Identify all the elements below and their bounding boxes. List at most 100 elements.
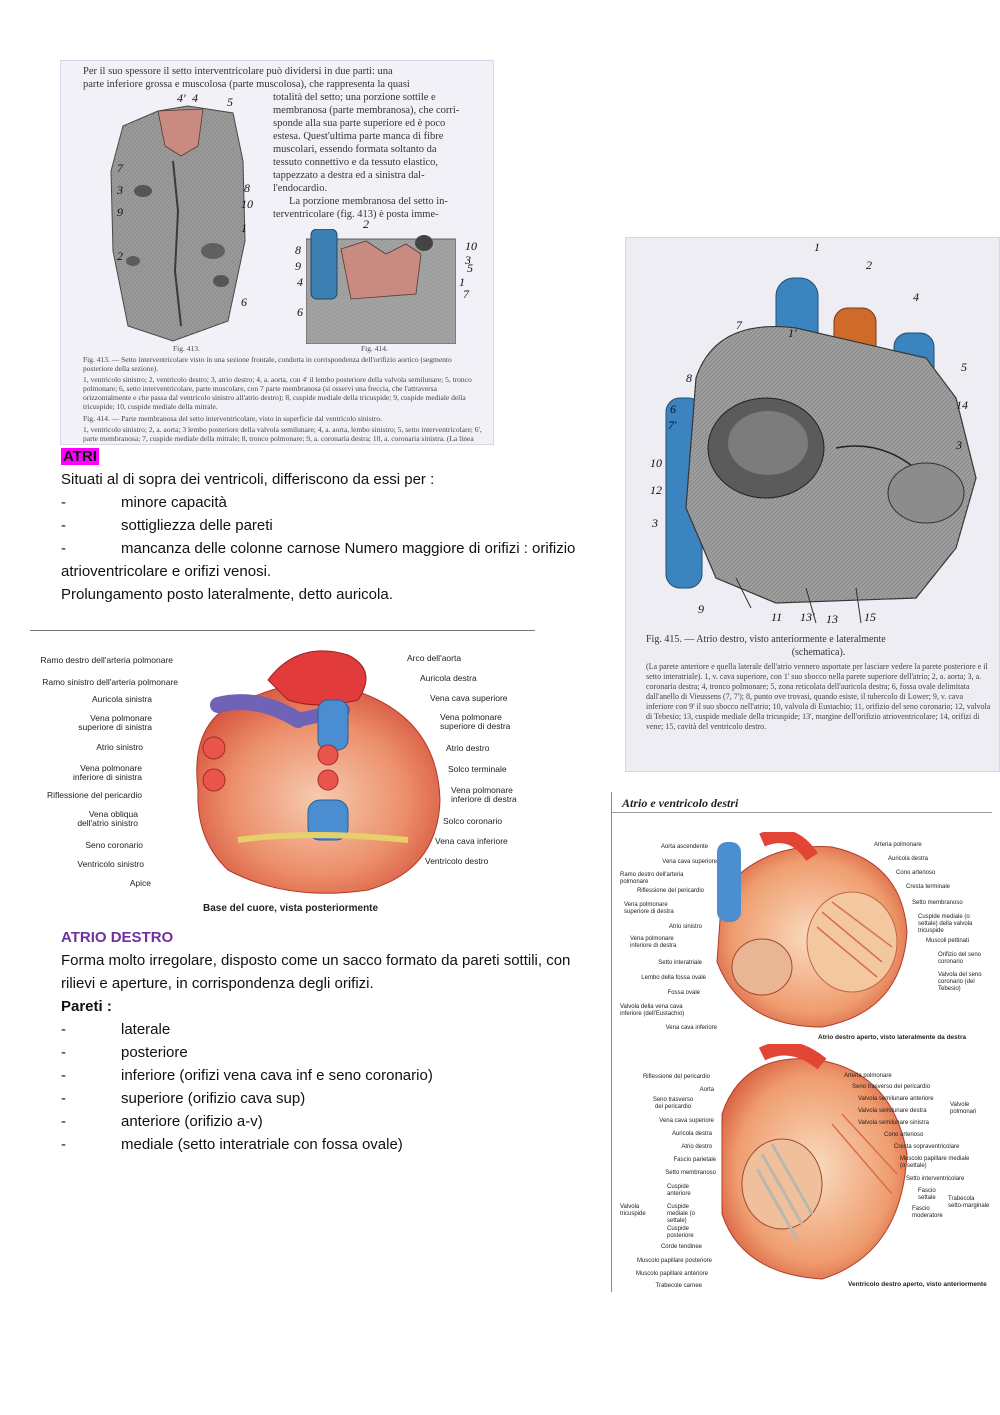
scan-text-line: Per il suo spessore il setto interventri… xyxy=(83,66,393,77)
fig-414-number: 5 xyxy=(467,261,473,275)
fig-415-number: 5 xyxy=(961,360,967,374)
pareti-heading: Pareti : xyxy=(61,998,112,1015)
netter-bottom-left-label: Aorta xyxy=(699,1087,714,1093)
netter-bottom-left-label: Cuspide posteriore xyxy=(667,1226,694,1239)
fig-413-number: 8 xyxy=(244,181,250,195)
scan-text-line: l'endocardio. xyxy=(273,183,328,194)
list-item: -posteriore xyxy=(61,1044,188,1061)
fig-413-label: Fig. 413. xyxy=(173,344,200,353)
base-label-left: Vena obliqua dell'atrio sinistro xyxy=(77,809,138,828)
fig-413-number: 9 xyxy=(117,205,123,219)
netter-bottom-right-label: Arteria polmonare xyxy=(844,1073,892,1079)
fig-413-number: 4 xyxy=(192,91,198,105)
netter-top-left-label: Vena cava inferiore xyxy=(665,1025,717,1031)
fig-415-number: 15 xyxy=(864,610,876,624)
fig-414-number: 1 xyxy=(459,275,465,289)
fig-413-number: 3 xyxy=(117,183,123,197)
fig-414-caption-detail: 1, ventricolo sinistro; 2, a. aorta; 3 l… xyxy=(83,425,482,444)
fig-415-number: 3 xyxy=(956,438,962,452)
divider-line xyxy=(30,630,535,631)
fig-415-number: 14 xyxy=(956,398,968,412)
netter-top-left-label: Vena polmonare inferiore di destra xyxy=(630,936,677,949)
fig-415-number: 6 xyxy=(670,402,676,416)
base-label-right: Vena polmonare inferiore di destra xyxy=(451,785,517,804)
fig-414-membranous-septum-drawing xyxy=(306,229,456,344)
netter-bottom-left-label: Corde tendinee xyxy=(660,1244,702,1250)
atrio-destro-heading: ATRIO DESTRO xyxy=(61,929,174,946)
netter-bottom-left-label: Setto membranoso xyxy=(665,1170,716,1176)
base-label-right: Vena cava inferiore xyxy=(435,836,508,846)
list-item: -mediale (setto interatriale con fossa o… xyxy=(61,1136,403,1153)
atri-heading: ATRI xyxy=(61,448,99,465)
atrio-destro-line: rilievi e aperture, in corrispondenza de… xyxy=(61,975,374,992)
list-item: -mancanza delle colonne carnose Numero m… xyxy=(61,540,576,557)
netter-top-left-label: Atrio sinistro xyxy=(668,924,702,930)
netter-top-left-label: Aorta ascendente xyxy=(660,844,708,850)
atrio-destro-line: Forma molto irregolare, disposto come un… xyxy=(61,952,571,969)
list-item: -inferiore (orifizi vena cava inf e seno… xyxy=(61,1067,433,1084)
netter-bottom-left-label: Riflessione del pericardio xyxy=(642,1074,710,1080)
fig-415-number: 13' xyxy=(800,610,815,624)
scan-text-line: sponde alla sua parte superiore ed è poc… xyxy=(273,118,446,129)
fig-413-number: 2 xyxy=(117,249,123,263)
base-label-right: Auricola destra xyxy=(420,673,477,683)
base-label-left: Ramo destro dell'arteria polmonare xyxy=(40,655,174,665)
fig-414-label: Fig. 414. xyxy=(361,344,388,353)
heart-base-illustration xyxy=(196,650,441,894)
base-label-right: Solco coronario xyxy=(443,816,503,826)
netter-bottom-left-label: Vena cava superiore xyxy=(659,1118,714,1124)
fig-415-number: 8 xyxy=(686,371,692,385)
fig-415-number: 1 xyxy=(814,240,820,254)
base-label-left: Seno coronario xyxy=(85,840,143,850)
base-label-left: Ramo sinistro dell'arteria polmonare xyxy=(42,677,178,687)
netter-top-right-label: Cono arterioso xyxy=(896,870,936,876)
fig-413-number: 7 xyxy=(117,161,123,175)
atri-section: ATRI Situati al di sopra dei ventricoli,… xyxy=(61,445,606,606)
scan-text-line: membranosa (parte membranosa), che corri… xyxy=(273,105,460,116)
netter-top-left-label: Setto interatriale xyxy=(658,960,702,966)
atri-bullet-continuation: atrioventricolare e orifizi venosi. xyxy=(61,563,272,580)
base-label-right: Arco dell'aorta xyxy=(407,653,462,663)
fig-414-number: 9 xyxy=(295,259,301,273)
netter-bottom-right-label: Valvole polmonari xyxy=(950,1102,977,1115)
netter-bottom-right-label: Seno trasverso del pericardio xyxy=(852,1084,931,1090)
netter-top-caption: Atrio destro aperto, visto lateralmente … xyxy=(818,1034,967,1041)
base-label-left: Vena polmonare superiore di sinistra xyxy=(78,713,152,732)
fig-415-number: 9 xyxy=(698,602,704,616)
netter-top-left-label: Lembo della fossa ovale xyxy=(641,975,706,981)
scan-text-line: muscolari, essendo formata soltanto da xyxy=(273,144,437,155)
base-label-left: Auricola sinistra xyxy=(92,694,152,704)
netter-bottom-right-label: Valvola semilunare sinistra xyxy=(858,1120,929,1126)
netter-top-left-label: Vena polmonare superiore di destra xyxy=(624,902,674,915)
scan-text-line: tappezzato a destra ed a sinistra dal- xyxy=(273,170,425,181)
netter-bottom-left-label: Auricola destra xyxy=(671,1131,712,1137)
base-label-right: Atrio destro xyxy=(446,743,490,753)
fig-415-caption-body: (La parete anteriore e quella laterale d… xyxy=(646,662,991,731)
netter-bottom-left-label: Fascio parietale xyxy=(673,1157,716,1163)
scan-text-line: parte inferiore grossa e muscolosa (part… xyxy=(83,79,410,90)
netter-bottom-right-label: Setto interventricolare xyxy=(906,1176,965,1182)
atri-intro: Situati al di sopra dei ventricoli, diff… xyxy=(61,471,435,488)
fig-414-number: 10 xyxy=(465,239,477,253)
figure-413-414-scan: Per il suo spessore il setto interventri… xyxy=(60,60,494,445)
fig-415-caption-title: Fig. 415. — Atrio destro, visto anterior… xyxy=(646,634,886,645)
base-label-right: Ventricolo destro xyxy=(425,856,489,866)
netter-bottom-left-label: Seno trasverso del pericardio xyxy=(652,1097,694,1110)
fig-414-number: 7 xyxy=(463,287,469,301)
netter-title: Atrio e ventricolo destri xyxy=(622,796,739,810)
scan-text-line: totalità del setto; una porzione sottile… xyxy=(273,92,436,103)
netter-top-left-label: Riflessione del pericardio xyxy=(636,888,704,894)
atri-auricola: Prolungamento posto lateralmente, detto … xyxy=(61,586,393,603)
list-item: -anteriore (orifizio a-v) xyxy=(61,1113,263,1130)
list-item: -laterale xyxy=(61,1021,171,1038)
atrio-destro-section: ATRIO DESTRO Forma molto irregolare, dis… xyxy=(61,926,606,1156)
netter-bottom-caption: Ventricolo destro aperto, visto anterior… xyxy=(848,1281,987,1288)
netter-top-left-label: Vena cava superiore xyxy=(662,859,717,865)
base-label-left: Vena polmonare inferiore di sinistra xyxy=(73,763,142,782)
fig-415-number: 2 xyxy=(866,258,872,272)
fig-415-number: 1' xyxy=(788,326,797,340)
netter-top-right-label: Setto membranoso xyxy=(912,900,963,906)
base-label-right: Vena cava superiore xyxy=(430,693,508,703)
base-label-left: Riflessione del pericardio xyxy=(47,790,142,800)
netter-bottom-right-label: Valvola semilunare destra xyxy=(858,1108,927,1114)
